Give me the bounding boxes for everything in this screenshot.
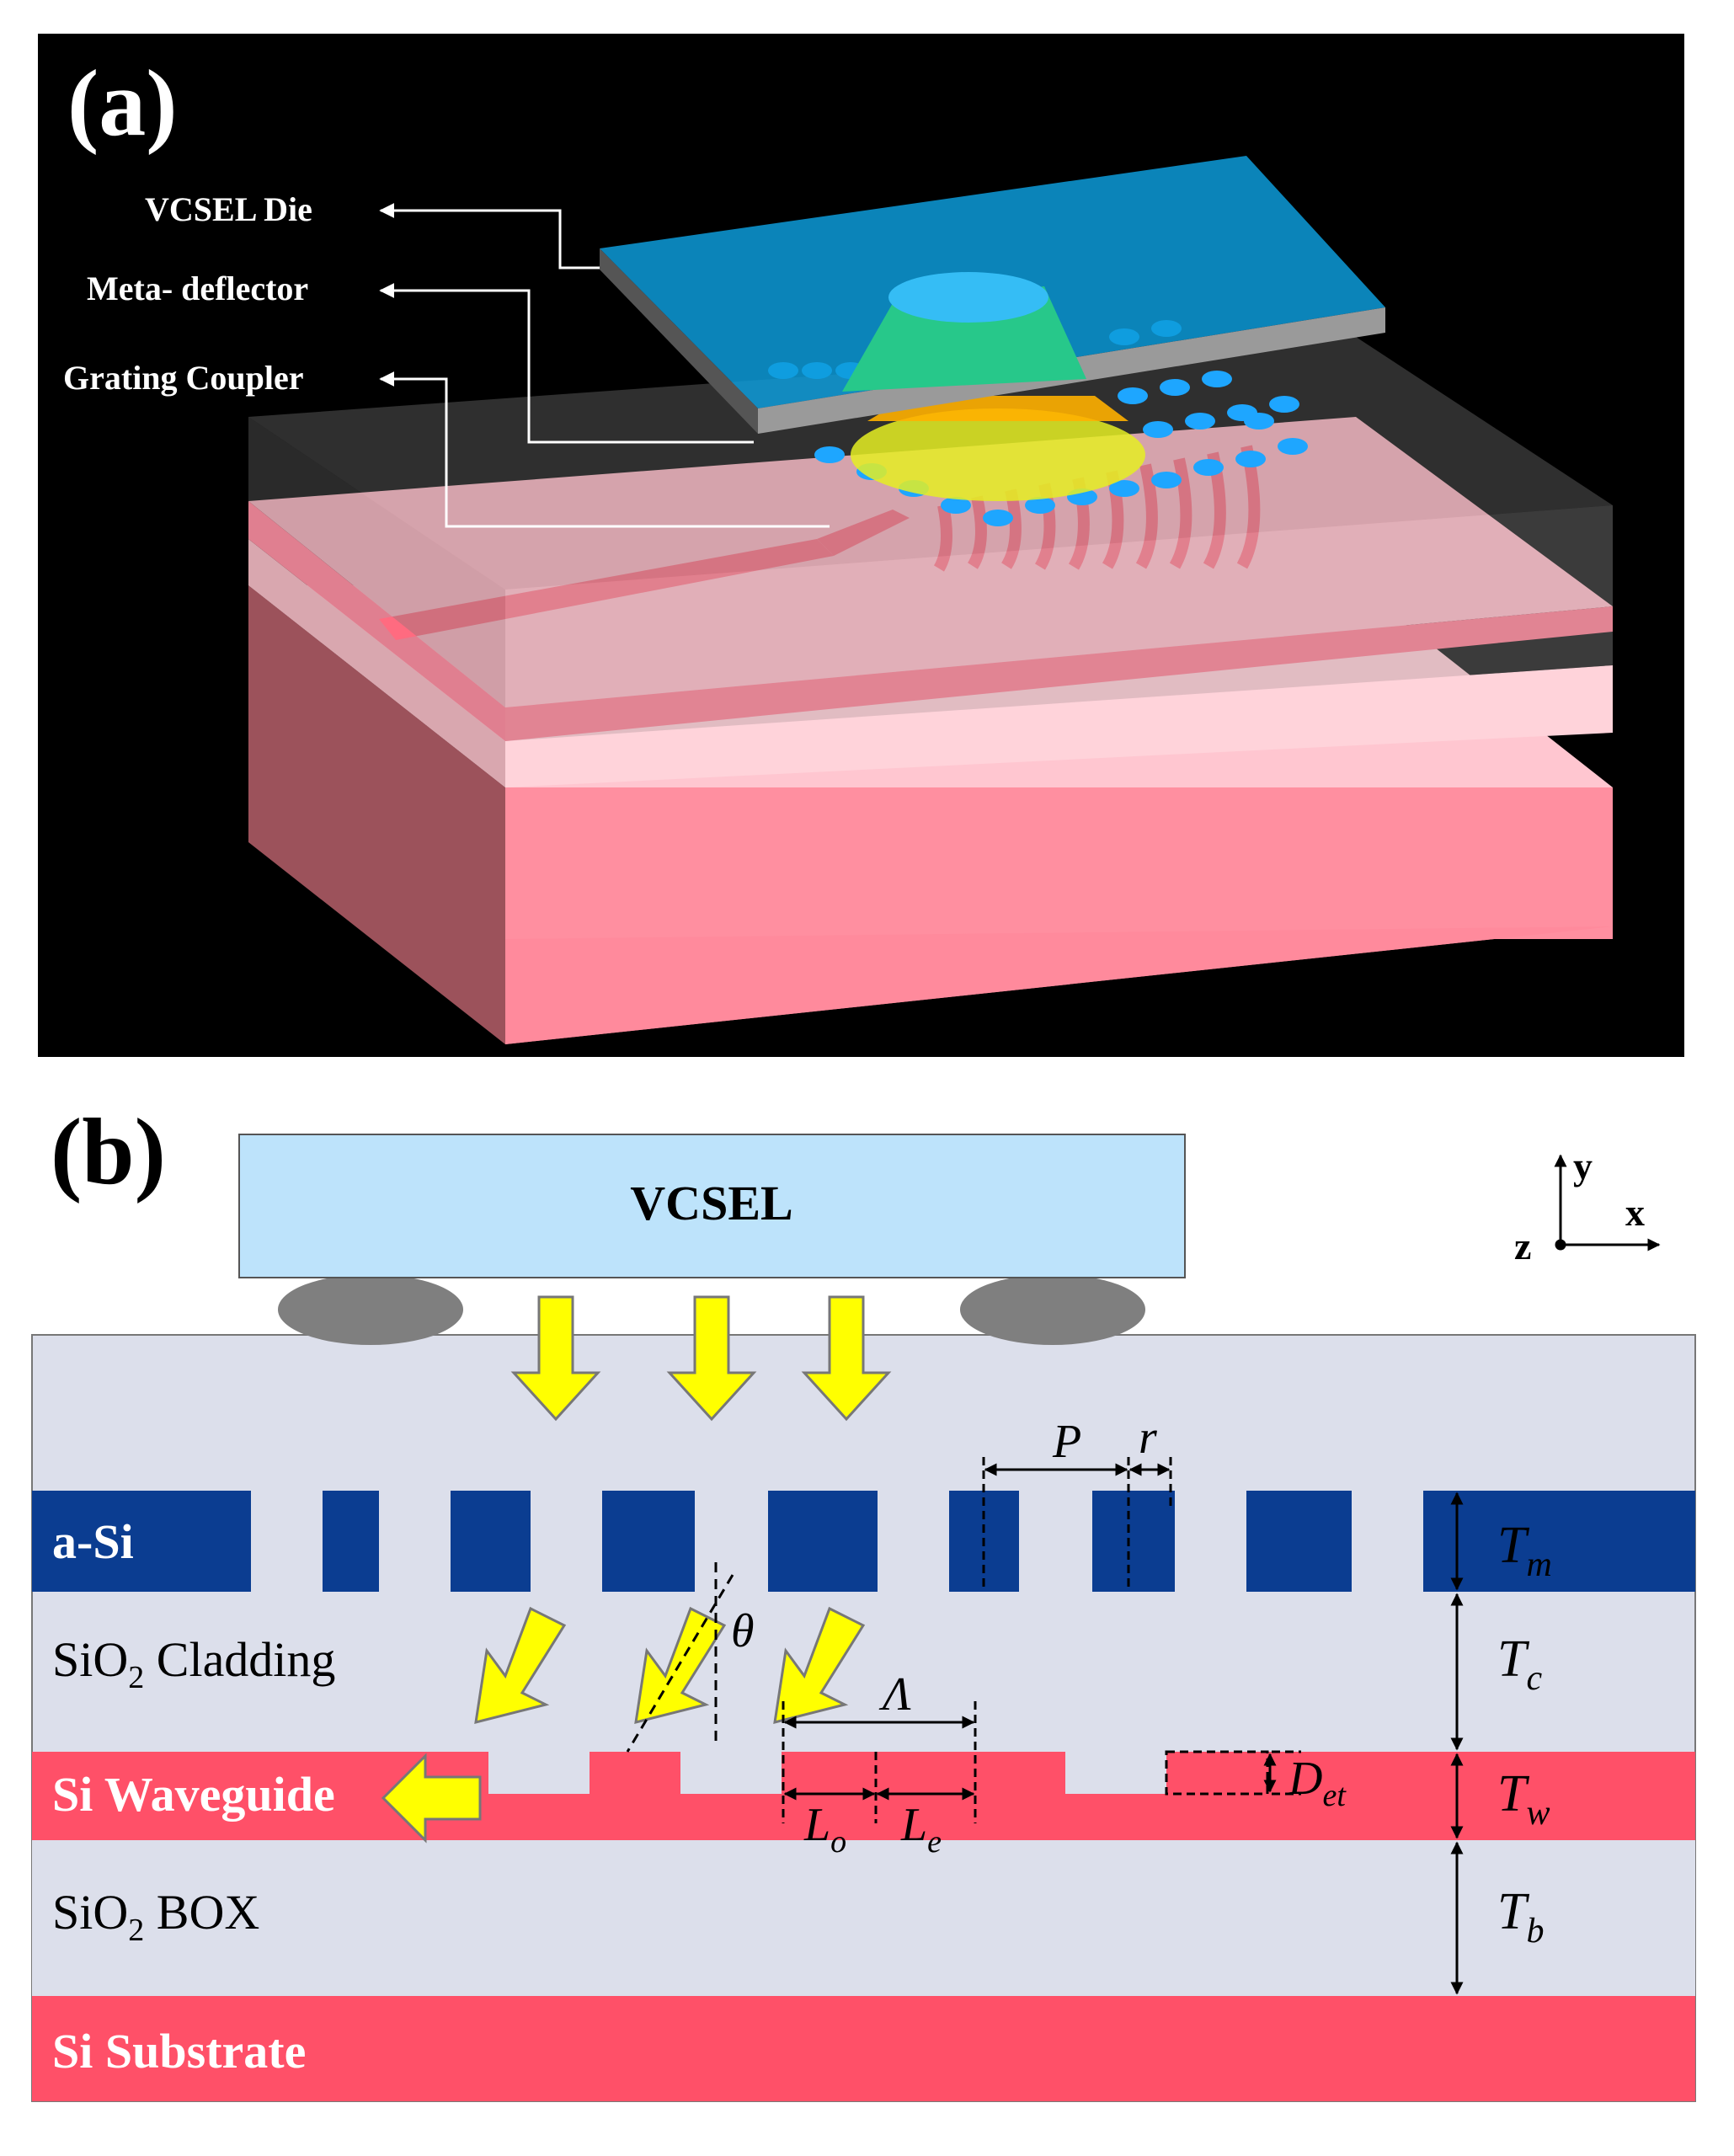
dim-P: P [1052, 1416, 1081, 1468]
dim-Tb: Tb [1497, 1883, 1544, 1951]
light-spot [851, 408, 1145, 501]
dim-Tc: Tc [1497, 1630, 1542, 1698]
theta-lines [626, 1562, 734, 1753]
callout-lines [379, 203, 830, 528]
callout-grating-coupler: Grating Coupler [63, 359, 304, 397]
dim-r: r [1139, 1412, 1157, 1464]
axis-z-label: z [1514, 1225, 1531, 1267]
box-slab [505, 665, 1613, 787]
si-waveguide-label: Si Waveguide [52, 1767, 335, 1822]
vcsel-die [600, 156, 1385, 434]
sio2-box-layer [32, 1840, 1695, 1996]
si-substrate-layer [32, 1996, 1695, 2101]
a-si-label: a-Si [52, 1514, 134, 1569]
dim-Le: Le [900, 1799, 942, 1860]
coupled-arrow [381, 1753, 482, 1844]
panel-b-label: (b) [51, 1100, 166, 1204]
dim-Det: Det [1288, 1753, 1347, 1813]
callout-meta-deflector: Meta- deflector [87, 270, 308, 307]
dim-lambda: Λ [878, 1668, 911, 1721]
vcsel-block [238, 1134, 1186, 1278]
si-substrate-label: Si Substrate [52, 2024, 306, 2079]
cladding-label: SiO2 Cladding [52, 1632, 335, 1695]
solder-bump-left [278, 1274, 463, 1345]
si-slab [248, 417, 1613, 741]
incident-arrows [510, 1295, 892, 1422]
dim-Tw: Tw [1497, 1765, 1550, 1833]
dim-Tm: Tm [1497, 1517, 1552, 1584]
coordinate-axes [1554, 1154, 1661, 1251]
dim-theta: θ [731, 1605, 755, 1657]
axis-y-label: y [1573, 1145, 1593, 1187]
panel-a: (a) VCSEL Die Meta- deflector Grating Co… [38, 34, 1684, 1057]
callout-vcsel-die: VCSEL Die [145, 190, 312, 228]
dimension-lines [782, 1457, 1464, 1995]
panel-a-label: (a) [67, 51, 178, 156]
dim-Lo: Lo [803, 1799, 846, 1860]
box-label: SiO2 BOX [52, 1885, 259, 1948]
vcsel-label: VCSEL [630, 1176, 792, 1230]
axis-x-label: x [1625, 1191, 1645, 1234]
solder-bump-right [960, 1274, 1145, 1345]
panel-b: (b) VCSEL [31, 1100, 1696, 2102]
